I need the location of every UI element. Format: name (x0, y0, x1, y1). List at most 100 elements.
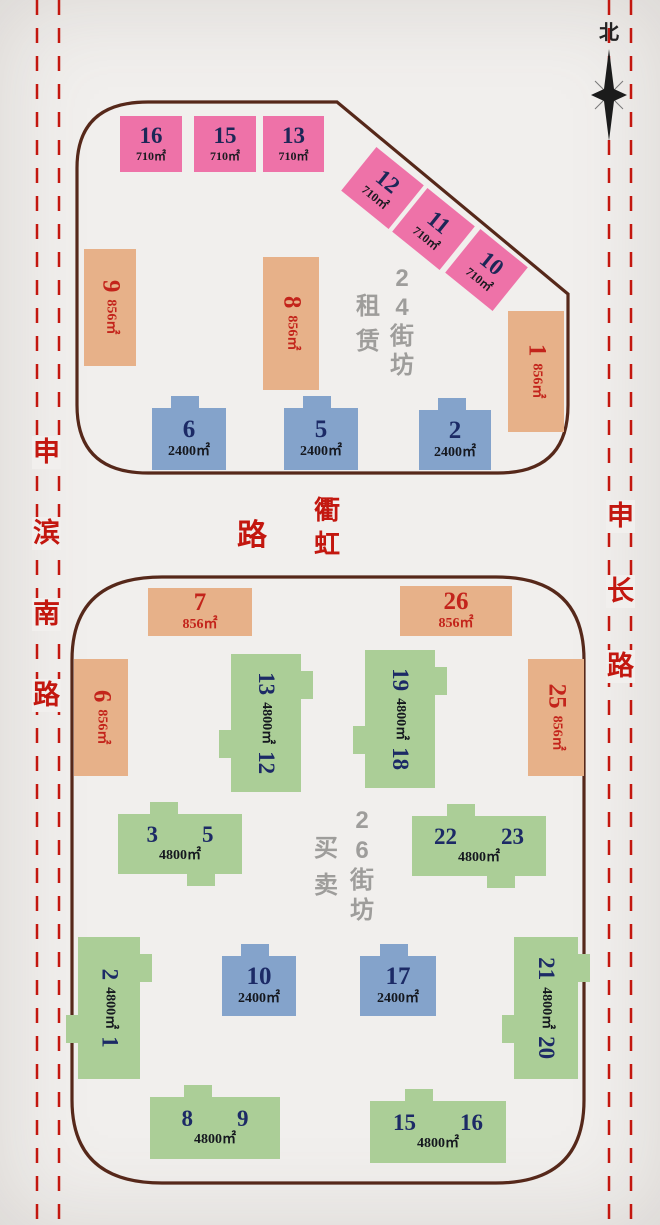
block-24-outline (75, 100, 570, 475)
building-number: 6 (88, 690, 116, 703)
building-area: 2400㎡ (434, 445, 476, 461)
road-char: 滨 (32, 517, 61, 550)
building-wing (303, 396, 332, 409)
compass-north-label: 北 (599, 22, 619, 44)
building-26-2-1: 2 4800㎡ 1 (66, 937, 152, 1079)
building-wing (434, 666, 447, 695)
building-number: 19 (388, 667, 414, 691)
building-area: 710㎡ (135, 148, 166, 163)
building-area: 4800㎡ (392, 697, 408, 740)
building-area: 710㎡ (278, 148, 309, 163)
building-wing (577, 954, 590, 983)
building-wing (150, 802, 179, 815)
block-subtitle-char: 卖 (314, 871, 338, 899)
block-title-char: 坊 (350, 896, 374, 924)
building-26-6: 6 856㎡ (74, 659, 128, 776)
building-number: 2 (97, 968, 123, 980)
building-wing (405, 1089, 434, 1102)
building-wing (379, 944, 408, 957)
road-char: 长 (606, 575, 635, 608)
building-number: 16 (460, 1110, 483, 1136)
building-number: 15 (393, 1110, 416, 1136)
building-area: 2400㎡ (238, 991, 280, 1007)
building-area: 4800㎡ (458, 850, 500, 866)
building-label-group: 6 856㎡ (88, 690, 116, 745)
building-area: 2400㎡ (168, 444, 210, 460)
building-number: 13 (281, 123, 305, 149)
building-wing (300, 670, 313, 699)
block-26-outline (70, 575, 586, 1185)
building-area: 4800㎡ (101, 986, 117, 1029)
building-number: 13 (254, 671, 280, 695)
building-number: 1 (97, 1035, 123, 1048)
block-title-char: 4 (395, 293, 409, 321)
building-number: 2 (448, 417, 462, 445)
building-area: 856㎡ (93, 709, 109, 745)
road-middle-char-lu: 路 (237, 519, 267, 552)
block-26-title: 2 6 街 坊 (350, 808, 374, 924)
building-area: 4800㎡ (417, 1136, 459, 1152)
building-area: 4800㎡ (194, 1132, 236, 1148)
block-title-char: 2 (355, 807, 369, 834)
building-number: 6 (182, 416, 196, 444)
road-char: 路 (606, 650, 635, 683)
building-number: 9 (97, 280, 125, 293)
building-number: 8 (278, 296, 306, 309)
building-wing (183, 1085, 212, 1098)
block-24-title: 2 4 街 坊 (390, 266, 414, 379)
building-number: 10 (246, 963, 272, 991)
road-char: 衢 (314, 495, 341, 525)
road-right-shenchang: 申 长 路 (606, 500, 635, 683)
road-char: 申 (32, 436, 61, 469)
building-wing (487, 875, 516, 888)
building-area: 856㎡ (528, 363, 544, 399)
building-label-group: 8 856㎡ (278, 296, 306, 351)
block-title-char: 6 (355, 836, 369, 864)
road-left-shenbinnan: 申 滨 南 路 (32, 436, 61, 712)
block-subtitle-char: 赁 (356, 327, 380, 355)
building-number: 21 (534, 956, 560, 980)
block-outlines (70, 100, 586, 1185)
building-area: 856㎡ (283, 315, 299, 351)
road-char: 南 (32, 598, 61, 631)
building-number: 17 (385, 963, 411, 991)
road-char: 申 (606, 500, 635, 533)
building-number: 12 (254, 750, 280, 774)
building-wing (502, 1015, 515, 1044)
building-number: 26 (443, 588, 469, 616)
building-wing (219, 729, 232, 758)
block-title-char: 坊 (390, 351, 414, 379)
road-char: 虹 (314, 529, 341, 559)
building-number: 15 (213, 123, 237, 149)
